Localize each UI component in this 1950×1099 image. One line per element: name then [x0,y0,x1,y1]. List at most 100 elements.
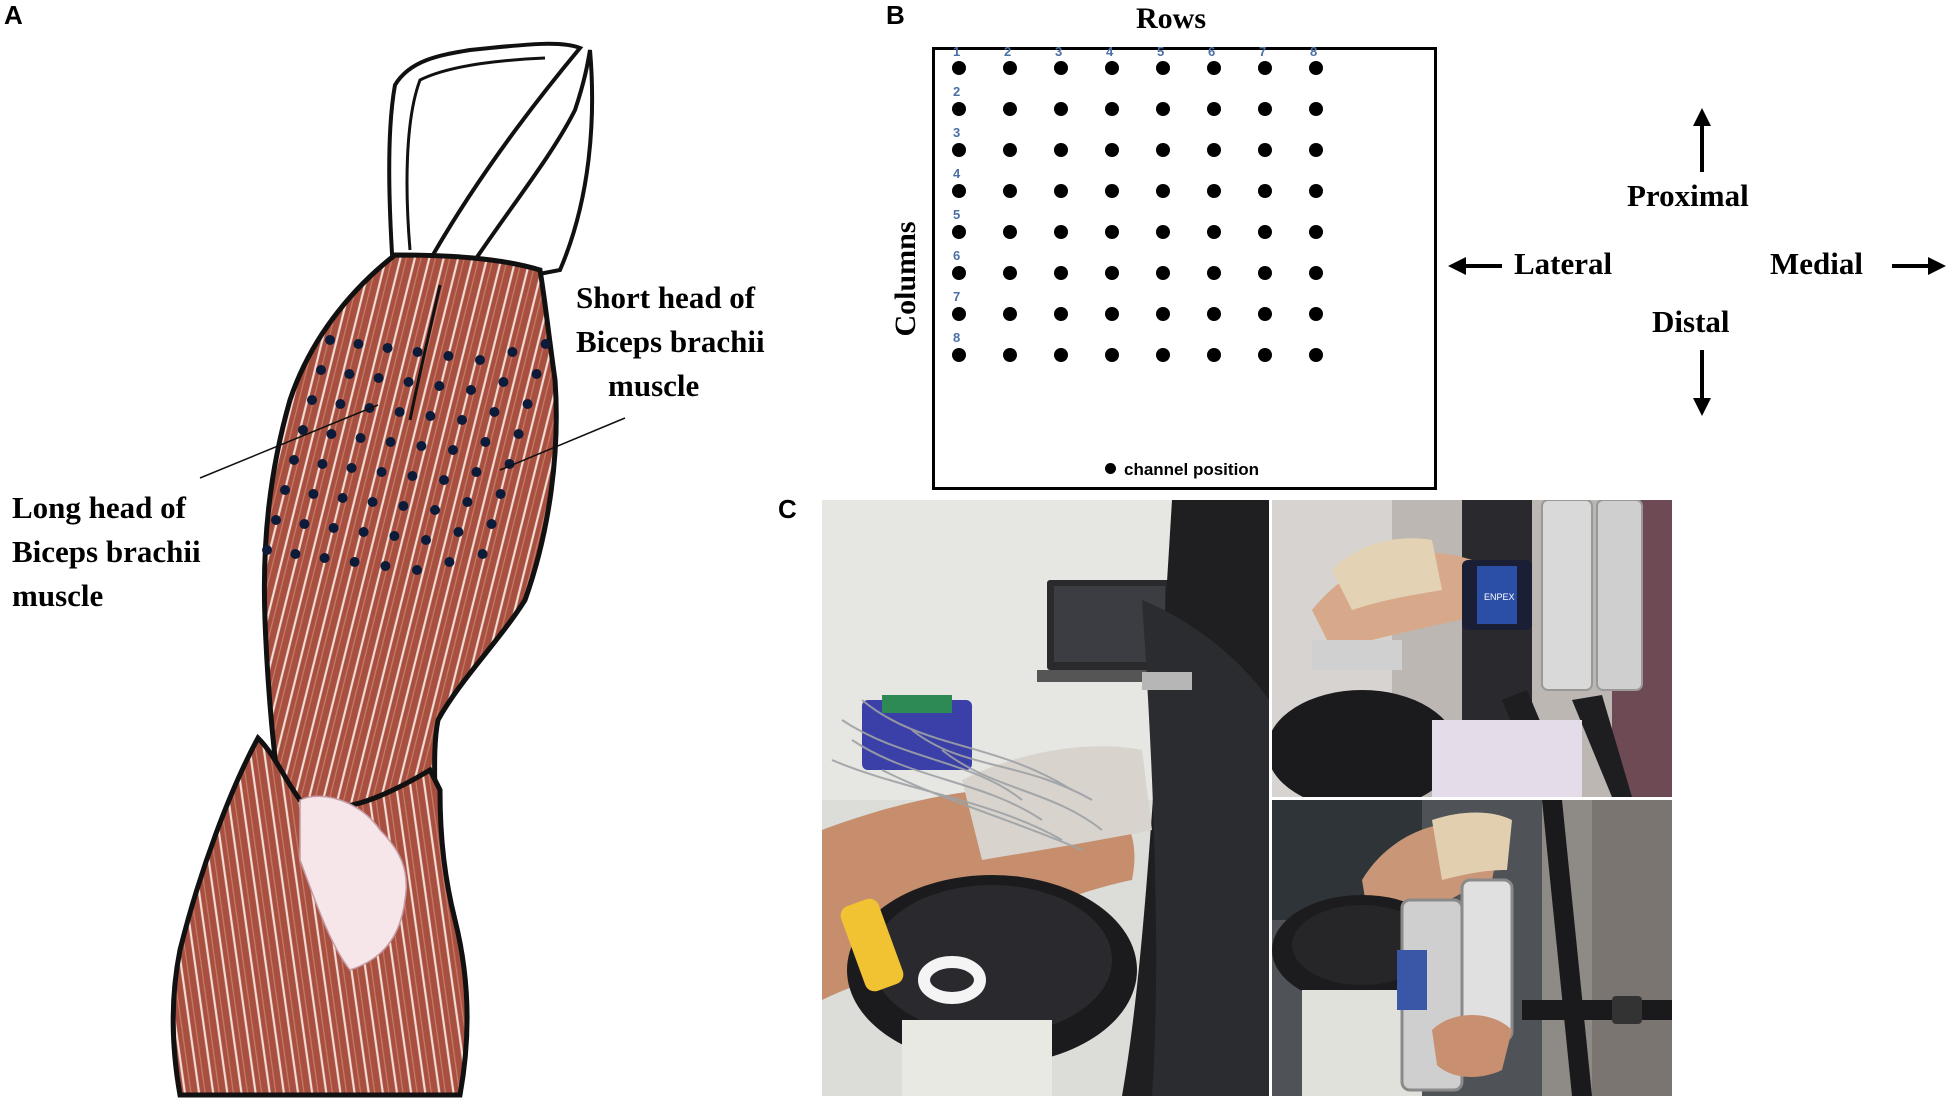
photo-isometric-setup-bottom [1272,800,1672,1096]
electrode-dot [471,467,482,477]
column-number-8: 8 [953,330,961,345]
channel-dot [1207,307,1221,321]
electrode-dot [307,395,317,405]
electrode-dot [271,515,281,525]
electrode-dot [346,463,357,473]
lateral-label: Lateral [1514,246,1613,281]
channel-dot [1156,225,1170,239]
row-number-2: 2 [1004,44,1012,59]
strap-text: ENPEX [1484,592,1515,602]
channel-dot [1054,225,1068,239]
channel-dot [1207,348,1221,362]
electrode-dot [477,549,488,559]
columns-title: Columns [889,221,922,337]
channel-dot [1156,307,1170,321]
channel-dot [1054,184,1068,198]
electrode-dot [439,475,449,485]
channel-dot [1156,143,1170,157]
channel-dot [1105,348,1119,362]
channel-dot [1309,61,1323,75]
electrode-dot [416,441,427,451]
electrode-dot [376,467,387,477]
electrode-dot [355,433,366,443]
channel-dot [1105,102,1119,116]
channel-dot [1207,266,1221,280]
electrode-dot [308,489,319,499]
electrode-dot [349,557,360,567]
electrode-dot [367,497,378,507]
channel-dot [1054,266,1068,280]
electrode-dot [495,489,506,499]
channel-dot [1207,61,1221,75]
channel-dot [1309,266,1323,280]
channel-dot [1003,61,1017,75]
channel-dot [1054,143,1068,157]
photo-hdemg-setup [822,500,1269,1096]
row-number-5: 5 [1157,44,1165,59]
electrode-dot [444,557,455,567]
channel-dot [1309,143,1323,157]
channel-dot [1054,348,1068,362]
column-number-4: 4 [953,166,961,181]
electrode-dot [337,493,348,503]
column-number-2: 2 [953,84,961,99]
row-number-3: 3 [1055,44,1063,59]
electrode-dot [319,553,330,563]
channel-dot [1105,225,1119,239]
electrode-dot [262,545,272,555]
channel-dot [1258,266,1272,280]
column-number-3: 3 [953,125,961,140]
tendon-short-head [450,49,595,293]
electrode-dot [448,445,458,455]
channel-dot [1309,348,1323,362]
electrode-dot [486,519,497,529]
column-number-7: 7 [953,289,961,304]
electrode-dot [353,339,364,349]
channel-dot [1207,102,1221,116]
short-head-label: Short head of Biceps brachii muscle [576,280,765,403]
electrode-dot [380,561,391,571]
channel-dot [1105,143,1119,157]
electrode-dot [298,425,308,435]
channel-dot [952,348,966,362]
electrode-dot [290,549,301,559]
channel-dot [1003,143,1017,157]
legend-dot [1105,463,1116,474]
panel-label-a: A [4,0,23,30]
arrow-right-icon [1892,257,1946,275]
electrode-dot [522,399,533,409]
electrode-dot [289,455,299,465]
electrode-dot [403,377,414,387]
channel-dot [1309,184,1323,198]
channel-dot [1309,102,1323,116]
electrode-dot [466,385,476,395]
row-number-6: 6 [1208,44,1216,59]
arrow-left-icon [1448,257,1502,275]
column-number-6: 6 [953,248,961,263]
channel-dot [1258,143,1272,157]
long-head-label: Long head of Biceps brachii muscle [12,490,201,613]
electrode-dot [382,343,393,353]
row-number-8: 8 [1310,44,1318,59]
electrode-dot [434,381,445,391]
aponeurosis [299,795,407,971]
electrode-dot [513,429,524,439]
electrode-dot [394,407,405,417]
channel-dot [1309,225,1323,239]
legend-label: channel position [1124,460,1260,479]
electrode-dot [421,535,431,545]
channel-dot [1258,348,1272,362]
electrode-dot [540,339,551,349]
electrode-dot [507,347,518,357]
electrode-dot [344,369,355,379]
electrode-dot [453,527,464,537]
channel-dot [952,266,966,280]
channel-dot [1207,184,1221,198]
channel-dot [1003,307,1017,321]
channel-dot [1003,266,1017,280]
channel-dot [1003,225,1017,239]
channel-dot [952,225,966,239]
row-number-1: 1 [953,44,961,59]
channel-dot [1207,143,1221,157]
